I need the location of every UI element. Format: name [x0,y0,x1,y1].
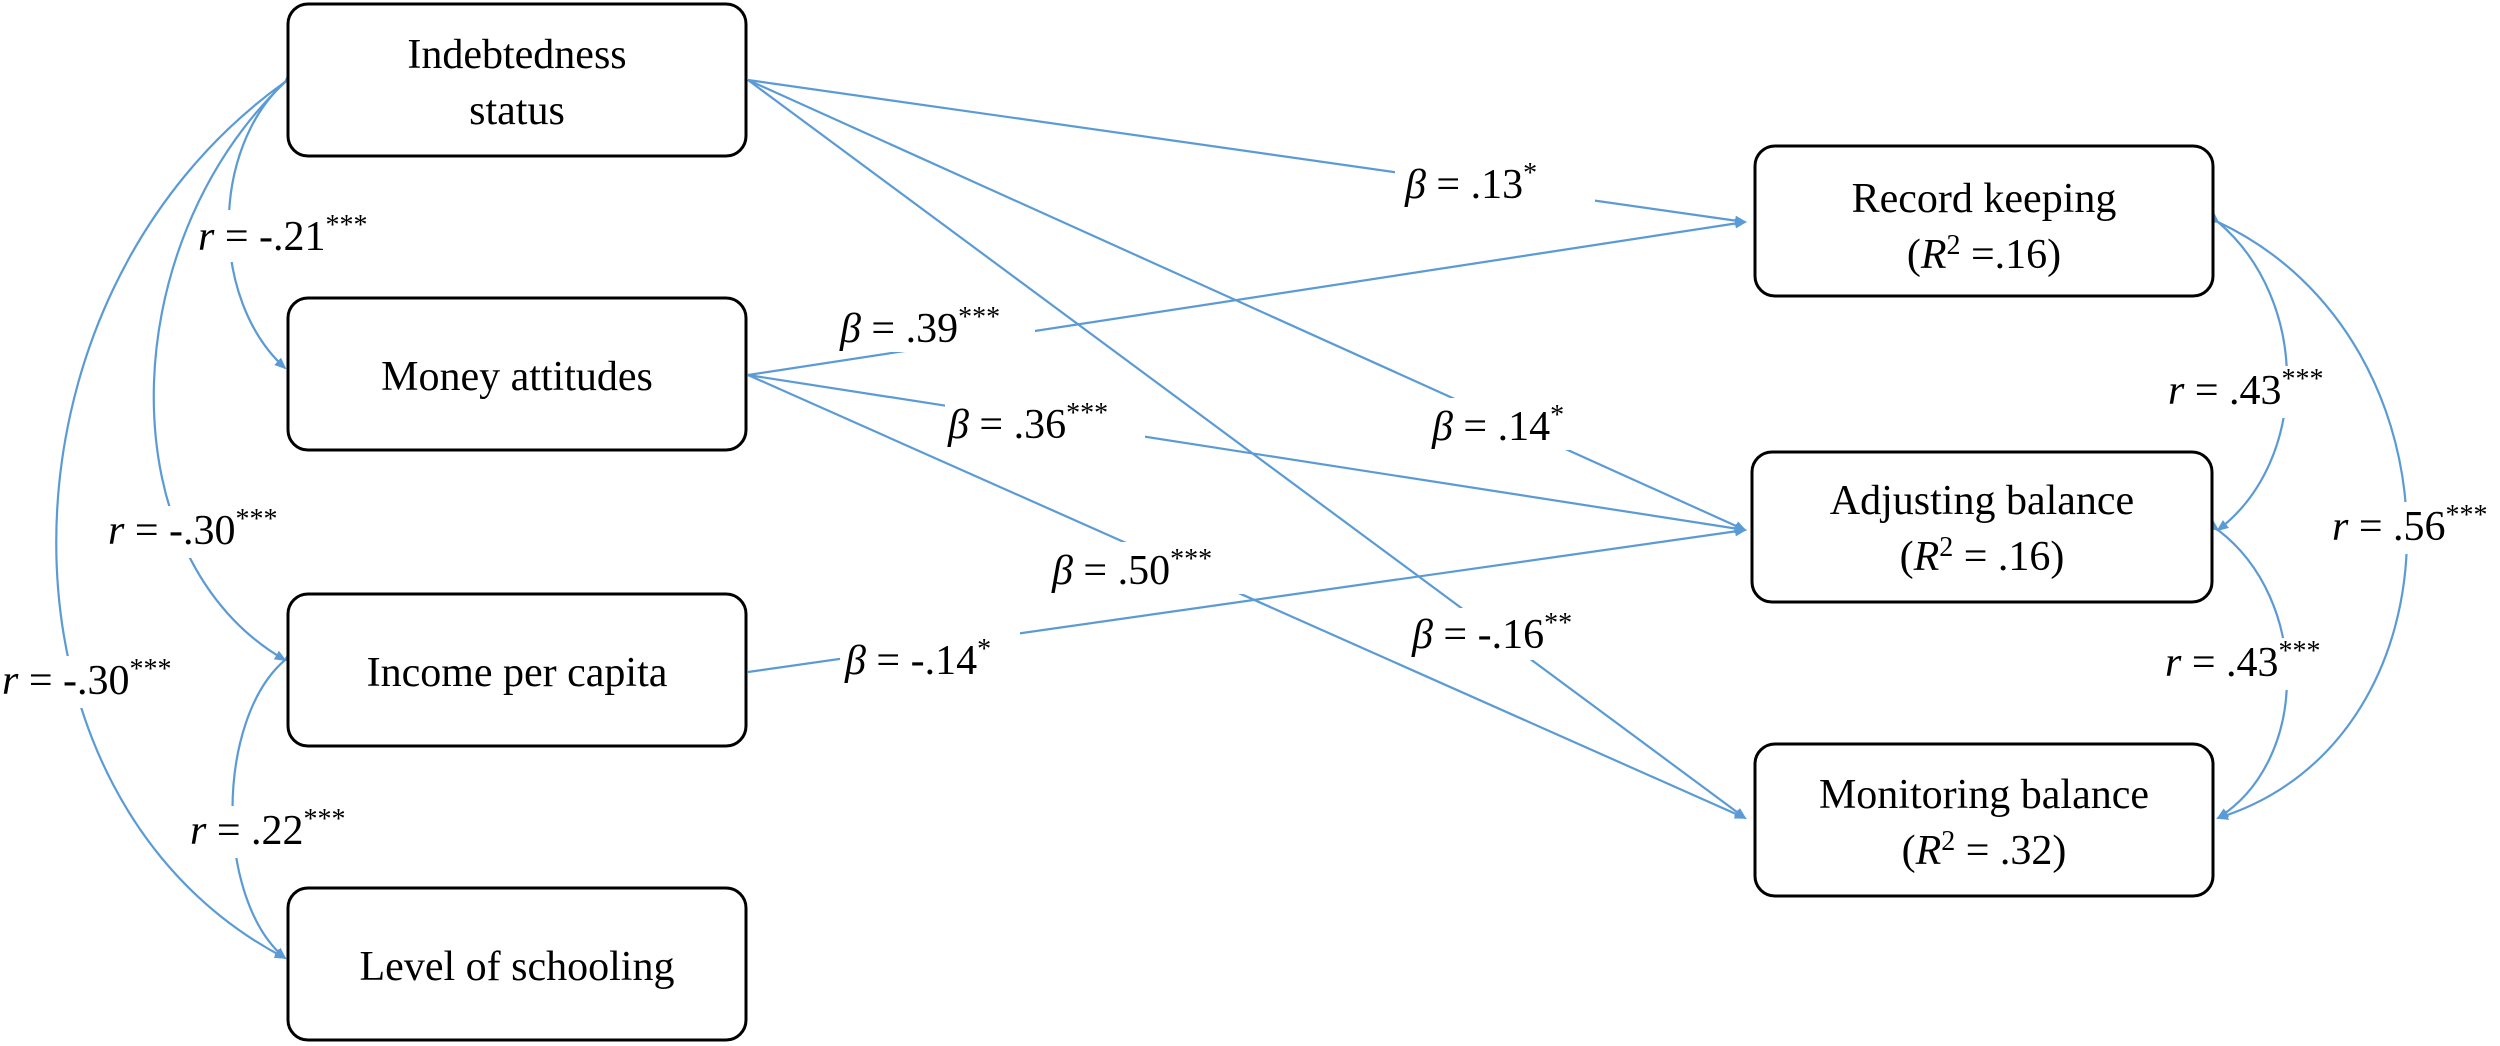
path-money-monitoring [747,373,1747,820]
node-income-label: Income per capita [367,650,668,696]
beta-label-money-monitoring: β = .50*** [1048,542,1248,594]
node-adjusting-r2: (R2 = .16) [1900,532,2065,580]
node-indebtedness-line1: Indebtedness [407,32,626,78]
node-money-label: Money attitudes [381,354,653,400]
node-record-keeping: Record keeping (R2 =.16) [1753,144,2215,298]
beta-label-money-record: β = .39*** [835,300,1035,352]
node-monitoring-balance: Monitoring balance (R2 = .32) [1753,742,2215,898]
svg-text:β = .50***: β = .50*** [1051,544,1212,594]
r-label-income-schooling: r = .22*** [188,804,366,858]
path-indebtedness-record [747,78,1747,226]
path-indebtedness-adjusting [747,78,1747,532]
beta-label-income-adjusting: β = -.14* [840,632,1020,684]
r-label-record-adjusting: r = .43*** [2165,364,2343,418]
node-schooling-label: Level of schooling [360,944,675,990]
corr-indebtedness-schooling [55,72,297,959]
node-indebtedness-status: Indebtedness status [286,2,748,158]
node-income-per-capita: Income per capita [286,592,748,748]
node-record-r2: (R2 =.16) [1907,230,2061,278]
svg-text:r = .56***: r = .56*** [2332,500,2488,550]
r-label-indebtedness-money: r = -.21*** [196,210,386,262]
svg-text:r = .43***: r = .43*** [2165,636,2321,686]
node-adjusting-label: Adjusting balance [1830,478,2134,524]
beta-label-money-adjusting: β = .36*** [945,396,1145,448]
r-label-adjusting-monitoring: r = .43*** [2162,636,2340,690]
svg-text:r = .43***: r = .43*** [2168,364,2324,414]
node-money-attitudes: Money attitudes [286,296,748,452]
svg-text:r = -.30***: r = -.30*** [2,654,172,704]
node-monitoring-r2: (R2 = .32) [1902,826,2067,874]
path-indebtedness-monitoring [747,79,1747,820]
r-label-indebtedness-income: r = -.30*** [104,504,294,558]
r-label-record-monitoring: r = .56*** [2330,500,2500,554]
path-money-adjusting [747,373,1747,534]
node-adjusting-balance: Adjusting balance (R2 = .16) [1750,450,2214,604]
svg-text:β = .36***: β = .36*** [947,398,1108,448]
node-monitoring-label: Monitoring balance [1819,772,2149,818]
svg-text:β = -.16**: β = -.16** [1411,608,1572,658]
corr-indebtedness-income [152,71,296,661]
beta-label-indebtedness-record: β = .13* [1395,158,1595,208]
beta-label-indebtedness-adjusting: β = .14* [1428,398,1590,450]
svg-text:β = .39***: β = .39*** [839,302,1000,352]
svg-text:r = -.30***: r = -.30*** [108,504,278,554]
r-label-indebtedness-schooling: r = -.30*** [0,654,190,708]
svg-text:r = -.21***: r = -.21*** [198,210,368,260]
node-indebtedness-line2: status [469,88,565,134]
svg-text:β = .13*: β = .13* [1404,158,1537,208]
node-level-of-schooling: Level of schooling [286,886,748,1042]
svg-text:β = .14*: β = .14* [1431,400,1564,450]
path-money-record [747,218,1747,377]
node-record-label: Record keeping [1852,176,2117,222]
beta-label-indebtedness-monitoring: β = -.16** [1410,608,1590,660]
svg-text:β = -.14*: β = -.14* [844,634,991,684]
svg-text:r = .22***: r = .22*** [190,804,346,854]
